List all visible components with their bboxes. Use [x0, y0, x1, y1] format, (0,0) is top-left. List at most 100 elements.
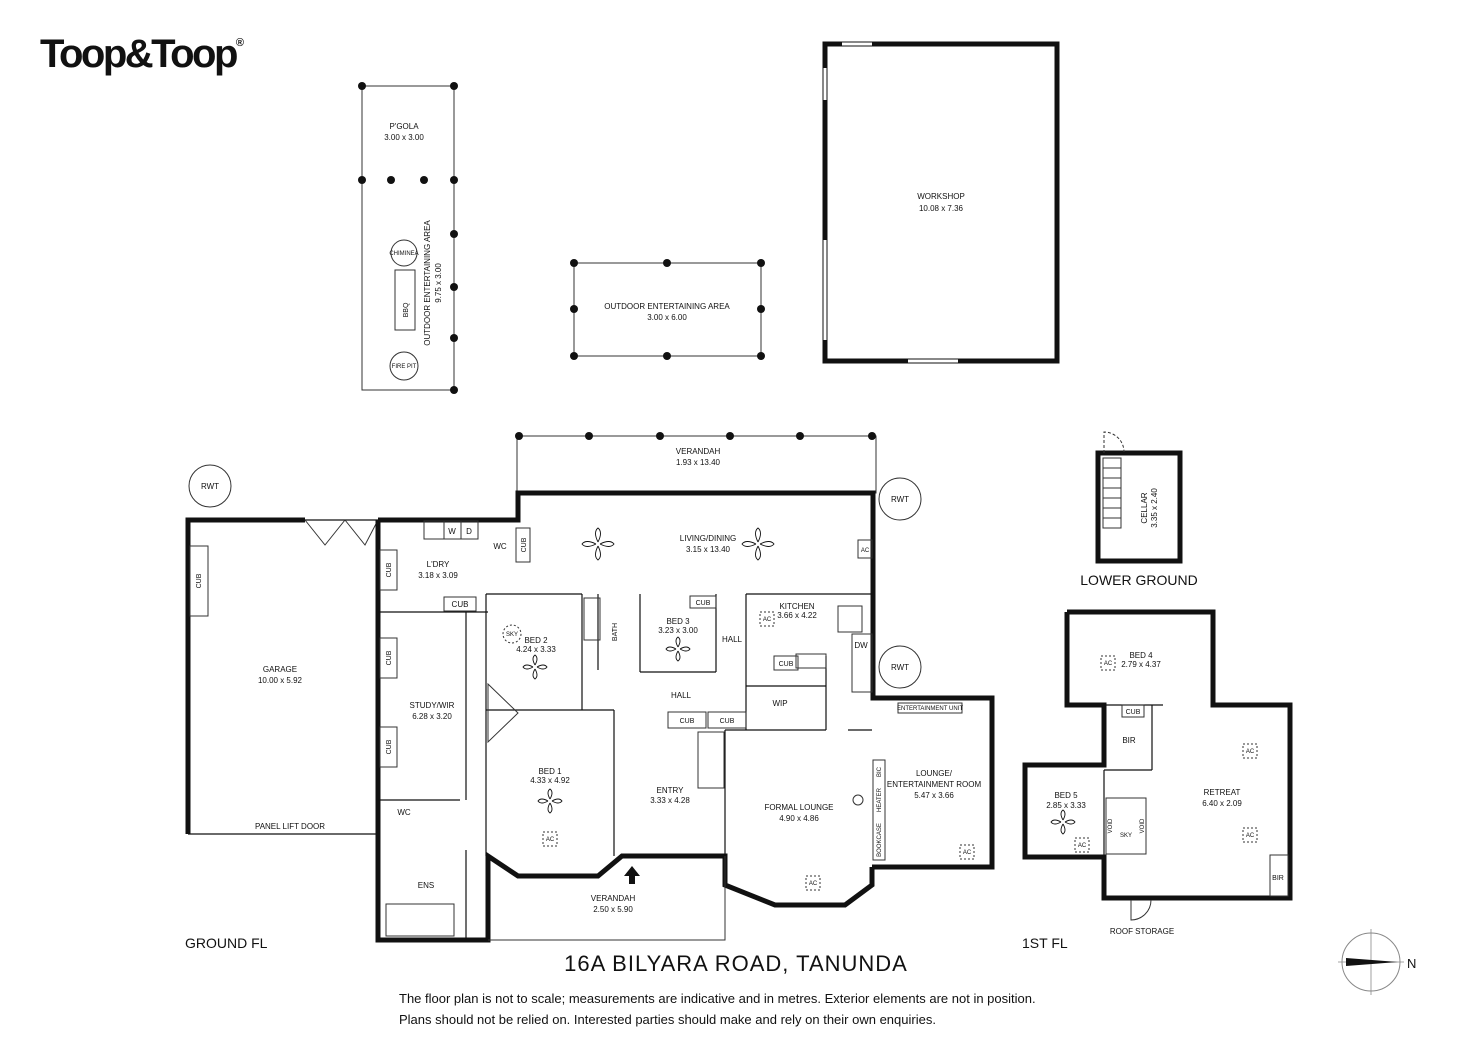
rear-verandah-label: VERANDAH [676, 447, 721, 456]
bed2-sky-label: SKY [506, 632, 518, 638]
outdoor-entertaining-area: OUTDOOR ENTERTAINING AREA 3.00 x 6.00 [570, 259, 765, 360]
garage-dims: 10.00 x 5.92 [258, 676, 303, 685]
garage-cub-label: CUB [196, 573, 203, 588]
outdoor-side-dims: 9.75 x 3.00 [434, 263, 443, 303]
front-verandah-dims: 2.50 x 5.90 [593, 905, 633, 914]
property-address: 16A BILYARA ROAD, TANUNDA [564, 951, 908, 976]
bed1-ac-label: AC [546, 837, 555, 843]
formal-lounge-dims: 4.90 x 4.86 [779, 814, 819, 823]
bed4-cub-label: CUB [1126, 709, 1141, 716]
fire-pit-label: FIRE PIT [392, 364, 417, 370]
living-cub-label: CUB [521, 537, 528, 552]
heater-label: HEATER [877, 787, 883, 812]
ground-floor-title: GROUND FL [185, 935, 268, 951]
study-cub1-label: CUB [386, 650, 393, 665]
wip-label: WIP [772, 699, 787, 708]
hall-label: HALL [671, 691, 692, 700]
first-floor: BIR BED 4 2.79 x 4.37 AC CUB BIR RETREAT… [1022, 609, 1293, 936]
hall-upper-label: HALL [722, 635, 743, 644]
pergola-label: P'GOLA [389, 122, 419, 131]
north-arrow-icon [1346, 958, 1398, 966]
bed2-dims: 4.24 x 3.33 [516, 645, 556, 654]
dishwasher-label: DW [854, 641, 868, 650]
bed4-dims: 2.79 x 4.37 [1121, 660, 1161, 669]
bath-label: BATH [612, 623, 619, 641]
first-floor-title: 1ST FL [1022, 935, 1068, 951]
garage-label: GARAGE [263, 665, 297, 674]
outdoor-centre-dims: 3.00 x 6.00 [647, 313, 687, 322]
entry-label: ENTRY [657, 786, 685, 795]
ensuite-label: ENS [418, 881, 434, 890]
kitchen-ac-label: AC [763, 617, 772, 623]
laundry-wc-label: WC [493, 542, 507, 551]
retreat-bir-label: BIR [1272, 875, 1284, 882]
retreat-dims: 6.40 x 2.09 [1202, 799, 1242, 808]
bed1-label: BED 1 [538, 767, 562, 776]
lounge-label-1: LOUNGE/ [916, 769, 953, 778]
formal-lounge-ac-label: AC [809, 881, 818, 887]
lower-ground-title: LOWER GROUND [1080, 572, 1197, 588]
outdoor-centre-label: OUTDOOR ENTERTAINING AREA [604, 302, 730, 311]
lounge-dims: 5.47 x 3.66 [914, 791, 954, 800]
brand-logo-text: Toop&Toop [40, 32, 238, 76]
living-label: LIVING/DINING [680, 534, 736, 543]
kitchen-label: KITCHEN [779, 602, 814, 611]
washer-label: W [448, 527, 456, 536]
disclaimer: The floor plan is not to scale; measurem… [399, 988, 1036, 1030]
study-dims: 6.28 x 3.20 [412, 712, 452, 721]
roof-storage-label: ROOF STORAGE [1110, 927, 1174, 936]
rwt-label-2: RWT [891, 495, 909, 504]
rear-verandah-dims: 1.93 x 13.40 [676, 458, 721, 467]
kitchen-cub-label: CUB [779, 661, 794, 668]
cellar-dims: 3.35 x 2.40 [1150, 488, 1159, 528]
laundry-dims: 3.18 x 3.09 [418, 571, 458, 580]
front-verandah-label: VERANDAH [591, 894, 636, 903]
brand-logo: Toop&Toop® [40, 34, 244, 74]
bed4-ac-label: AC [1104, 661, 1113, 667]
compass-n-label: N [1407, 956, 1416, 971]
disclaimer-line-2: Plans should not be relied on. Intereste… [399, 1012, 936, 1027]
chiminea-label: CHIMINEA [389, 251, 418, 257]
lounge-ac-label: AC [963, 850, 972, 856]
retreat-label: RETREAT [1204, 788, 1241, 797]
ground-floor: VERANDAH 1.93 x 13.40 CUB GARAGE 10.00 x… [185, 432, 995, 943]
entertainment-unit-label: ENTERTAINMENT UNIT [897, 706, 963, 712]
compass: N [1338, 929, 1416, 995]
pergola-area: P'GOLA 3.00 x 3.00 OUTDOOR ENTERTAINING … [358, 82, 458, 394]
living-dims: 3.15 x 13.40 [686, 545, 731, 554]
outdoor-side-label: OUTDOOR ENTERTAINING AREA [423, 220, 432, 346]
lounge-label-2: ENTERTAINMENT ROOM [887, 780, 982, 789]
bbq-label: BBQ [403, 302, 410, 317]
kitchen-dims: 3.66 x 4.22 [777, 611, 817, 620]
bookcase-label: BOOKCASE [877, 823, 883, 857]
bed2-label: BED 2 [524, 636, 548, 645]
rainwater-tanks: RWT RWT RWT [188, 464, 922, 689]
bed3-dims: 3.23 x 3.00 [658, 626, 698, 635]
bed5-label: BED 5 [1054, 791, 1078, 800]
bed1-dims: 4.33 x 4.92 [530, 776, 570, 785]
pergola-dims: 3.00 x 3.00 [384, 133, 424, 142]
hall-cub1-label: CUB [680, 718, 695, 725]
ceiling-fans [522, 527, 1076, 835]
retreat-ac1-label: AC [1246, 749, 1255, 755]
void-label-1: VOID [1108, 818, 1114, 833]
formal-lounge-label: FORMAL LOUNGE [764, 803, 833, 812]
bed3-cub-label: CUB [696, 600, 711, 607]
registered-mark: ® [235, 37, 245, 49]
retreat-ac2-label: AC [1246, 833, 1255, 839]
void-label-2: VOID [1140, 818, 1146, 833]
rwt-label-3: RWT [891, 663, 909, 672]
laundry-label: L'DRY [427, 560, 450, 569]
workshop-label: WORKSHOP [917, 192, 965, 201]
rwt-label-1: RWT [201, 482, 219, 491]
panel-lift-door-label: PANEL LIFT DOOR [255, 822, 325, 831]
cellar-label: CELLAR [1140, 492, 1149, 523]
laundry-cub2-label: CUB [452, 600, 469, 609]
dryer-label: D [466, 527, 472, 536]
workshop: WORKSHOP 10.08 x 7.36 [822, 41, 1060, 364]
bic-label: BIC [877, 766, 883, 777]
living-ac-label: AC [861, 548, 870, 554]
bed5-dims: 2.85 x 3.33 [1046, 801, 1086, 810]
lower-ground: CELLAR 3.35 x 2.40 LOWER GROUND [1080, 431, 1198, 588]
